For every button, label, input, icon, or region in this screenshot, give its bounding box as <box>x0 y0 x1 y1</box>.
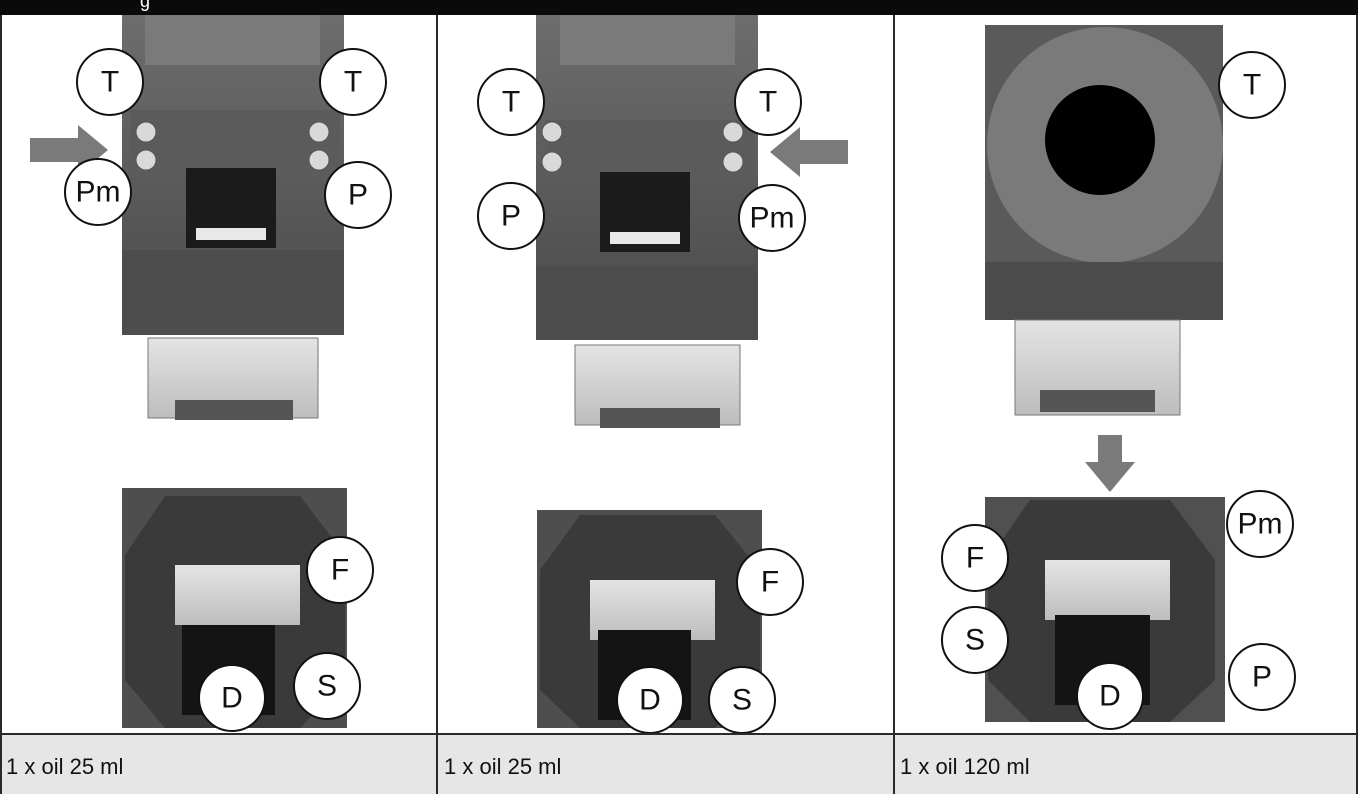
svg-text:T: T <box>344 66 362 99</box>
label-t-left-p1: T <box>76 48 144 116</box>
panel-2-device-bottom <box>537 510 762 728</box>
panel-3-down-arrow-icon <box>1085 435 1135 492</box>
label-p-p3: P <box>1228 643 1296 711</box>
label-pm-p3: Pm <box>1226 490 1294 558</box>
label-pm-p1: Pm <box>64 158 132 226</box>
panel-1-device-top <box>122 15 344 420</box>
top-header-bar: g <box>0 0 1358 15</box>
panel-3-device-top <box>985 25 1223 416</box>
svg-text:D: D <box>639 684 661 717</box>
svg-text:F: F <box>331 554 349 587</box>
label-d-p2: D <box>616 666 684 733</box>
svg-text:Pm: Pm <box>750 202 795 235</box>
label-d-p1: D <box>198 664 266 732</box>
svg-text:P: P <box>348 179 368 212</box>
label-f-p2: F <box>736 548 804 616</box>
svg-text:T: T <box>502 86 520 119</box>
svg-text:F: F <box>761 566 779 599</box>
label-p-p1: P <box>324 161 392 229</box>
label-t-p3: T <box>1218 51 1286 119</box>
header-title-fragment: g <box>140 0 151 11</box>
svg-text:S: S <box>965 624 985 657</box>
label-s-p2: S <box>708 666 776 733</box>
panel-2-device-top <box>536 15 758 428</box>
svg-text:P: P <box>501 200 521 233</box>
svg-text:T: T <box>759 86 777 119</box>
panel-2-flow-arrow-icon <box>770 127 848 177</box>
illustration-layer: T T Pm P F S D T T P Pm F <box>30 15 1296 733</box>
svg-text:T: T <box>1243 69 1261 102</box>
svg-text:D: D <box>221 682 243 715</box>
caption-row <box>0 733 1358 794</box>
label-t-right-p1: T <box>319 48 387 116</box>
label-t-right-p2: T <box>734 68 802 136</box>
grid-line-right <box>1356 15 1358 794</box>
svg-text:Pm: Pm <box>76 176 121 209</box>
caption-panel-3: 1 x oil 120 ml <box>900 754 1030 779</box>
svg-text:T: T <box>101 66 119 99</box>
caption-panel-1: 1 x oil 25 ml <box>6 754 124 779</box>
svg-text:S: S <box>732 684 752 717</box>
grid-line-1 <box>436 15 438 794</box>
label-t-left-p2: T <box>477 68 545 136</box>
label-d-p3: D <box>1076 662 1144 730</box>
caption-panel-2: 1 x oil 25 ml <box>444 754 562 779</box>
svg-text:D: D <box>1099 680 1121 713</box>
grid-line-2 <box>893 15 895 794</box>
svg-text:S: S <box>317 670 337 703</box>
label-s-p1: S <box>293 652 361 720</box>
grid-line-left <box>0 15 2 794</box>
label-pm-p2: Pm <box>738 184 806 252</box>
label-p-p2: P <box>477 182 545 250</box>
label-f-p1: F <box>306 536 374 604</box>
label-s-p3: S <box>941 606 1009 674</box>
svg-text:Pm: Pm <box>1238 508 1283 541</box>
svg-text:P: P <box>1252 661 1272 694</box>
label-f-p3: F <box>941 524 1009 592</box>
svg-text:F: F <box>966 542 984 575</box>
